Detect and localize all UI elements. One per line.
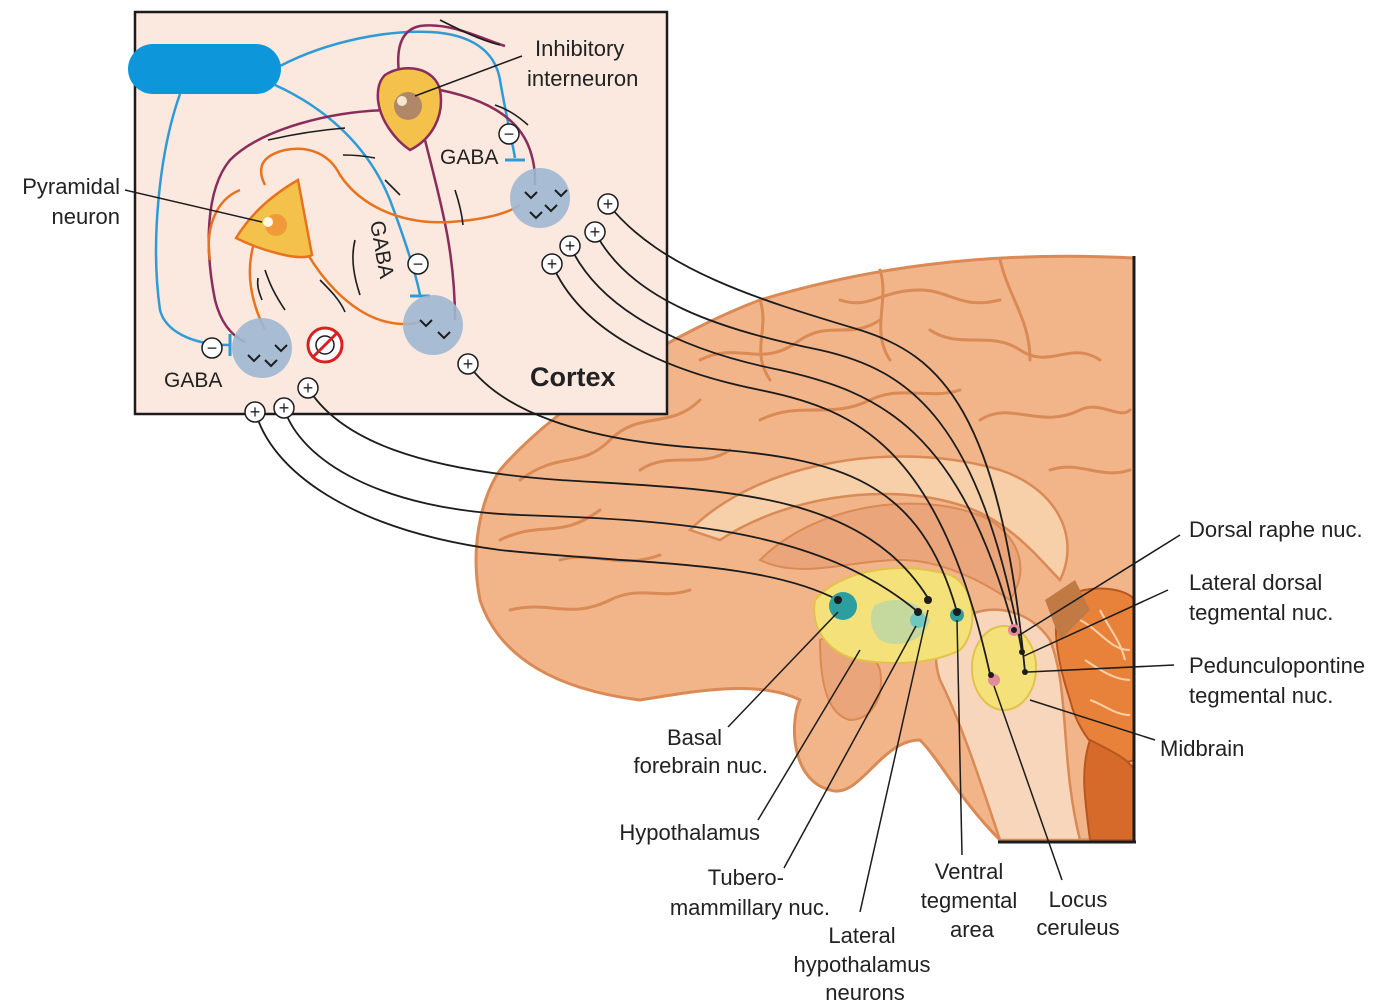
gaba-label: GABA [440, 146, 498, 169]
lateral-hypothalamus-label-1: Lateral [828, 923, 895, 948]
lateral-dorsal-tegmental-label-2: tegmental nuc. [1189, 600, 1333, 625]
plus-sign: + [250, 402, 261, 422]
gaba-label: GABA [164, 369, 222, 392]
synapse-top-right [510, 168, 570, 228]
pyramidal-neuron-label-1: Pyramidal [22, 174, 120, 199]
plus-sign: + [279, 398, 290, 418]
basal-forebrain-label-1: Basal [667, 725, 722, 750]
plus-sign: + [303, 378, 314, 398]
tuberomammillary-label-1: Tubero- [708, 865, 784, 890]
minus-sign: − [413, 254, 424, 274]
pyramidal-neuron-label-2: neuron [51, 204, 120, 229]
synapse-middle [403, 295, 463, 355]
plus-sign: + [590, 222, 601, 242]
basal-forebrain-label-2: forebrain nuc. [633, 753, 768, 778]
midbrain-label: Midbrain [1160, 736, 1244, 761]
inhibitory-interneuron-label-2: interneuron [527, 66, 638, 91]
tuberomammillary-label-2: mammillary nuc. [670, 895, 830, 920]
plus-sign: + [463, 354, 474, 374]
dorsal-raphe-label: Dorsal raphe nuc. [1189, 517, 1363, 542]
lateral-hypothalamus-label-2: hypothalamus [794, 952, 931, 977]
locus-ceruleus-label-1: Locus [1049, 887, 1108, 912]
minus-sign: − [504, 124, 515, 144]
lateral-dorsal-tegmental-label-1: Lateral dorsal [1189, 570, 1322, 595]
inhibitory-interneuron-label-1: Inhibitory [535, 36, 624, 61]
plus-sign: + [603, 194, 614, 214]
pedunculopontine-label-1: Pedunculopontine [1189, 653, 1365, 678]
hypothalamus-label: Hypothalamus [619, 820, 760, 845]
locus-ceruleus-label-2: ceruleus [1036, 915, 1119, 940]
ventral-tegmental-label-2: tegmental [921, 888, 1018, 913]
minus-sign: − [207, 338, 218, 358]
plus-sign: + [565, 236, 576, 256]
lateral-hypothalamus-label-3: neurons [825, 980, 905, 1002]
ventral-tegmental-label-3: area [950, 917, 995, 942]
ventral-tegmental-label-1: Ventral [935, 859, 1004, 884]
pedunculopontine-label-2: tegmental nuc. [1189, 683, 1333, 708]
source-pill [128, 44, 281, 94]
blocked-excitation-icon [308, 328, 342, 362]
cortex-title: Cortex [530, 362, 616, 392]
plus-sign: + [547, 254, 558, 274]
